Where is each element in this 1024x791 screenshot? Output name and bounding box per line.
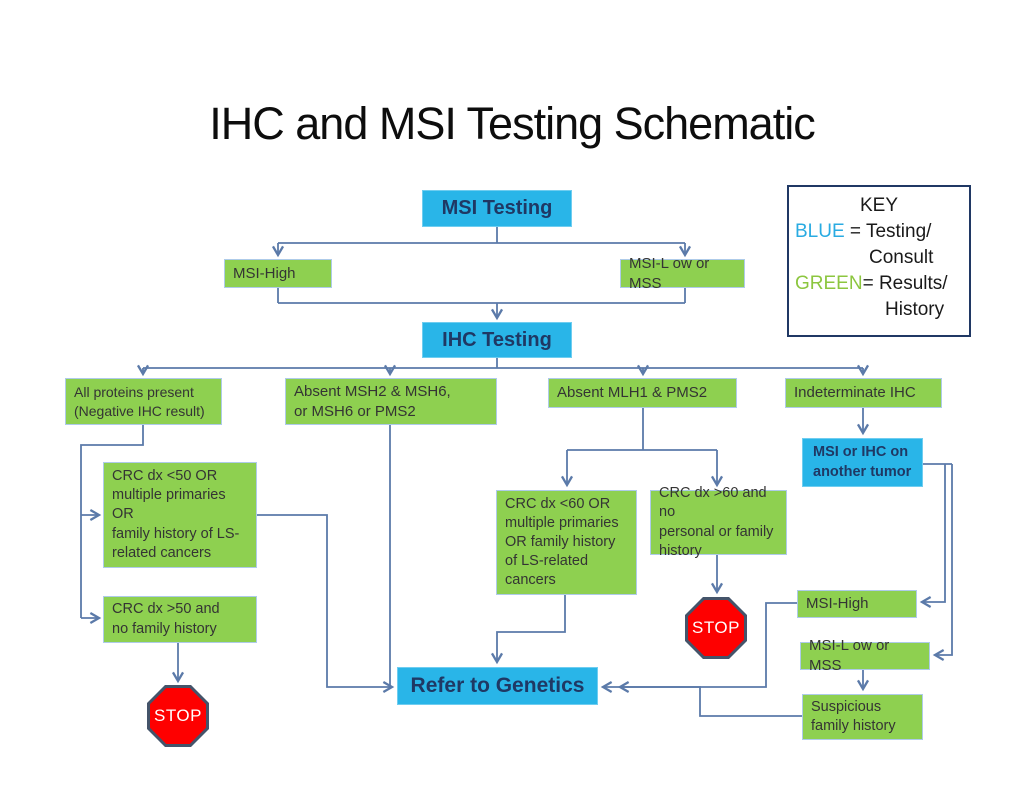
node-absent-msh2: Absent MSH2 & MSH6, or MSH6 or PMS2 xyxy=(285,378,497,425)
key-green-word: GREEN xyxy=(795,273,863,294)
node-crc-lt50: CRC dx <50 OR multiple primaries OR fami… xyxy=(103,462,257,568)
arrow-suspicious-to-refer xyxy=(617,680,802,717)
arrow-crc60-to-refer xyxy=(490,595,566,665)
connector-msi-merge xyxy=(277,287,686,304)
page-title: IHC and MSI Testing Schematic xyxy=(209,98,815,149)
connector-mlh1-split xyxy=(567,408,717,451)
arrow-crc50-to-refer xyxy=(257,514,395,694)
key-blue-cont: Consult xyxy=(869,247,934,268)
node-ihc-testing: IHC Testing xyxy=(422,322,572,358)
stop-sign-left: STOP xyxy=(147,685,209,747)
key-blue-word: BLUE xyxy=(795,221,845,242)
node-all-proteins: All proteins present (Negative IHC resul… xyxy=(65,378,222,425)
key-box: KEY BLUE = Testing/ Consult GREEN= Resul… xyxy=(787,185,971,337)
node-msi-high-right: MSI-High xyxy=(797,590,917,618)
stop-sign-middle: STOP xyxy=(685,597,747,659)
arrow-to-msi-high-right xyxy=(919,464,946,609)
node-crc-lt60: CRC dx <60 OR multiple primaries OR fami… xyxy=(496,490,637,595)
node-msi-ihc-another-tumor: MSI or IHC on another tumor xyxy=(802,438,923,487)
node-refer-genetics: Refer to Genetics xyxy=(397,667,598,705)
connector-msi-split xyxy=(278,227,685,244)
node-msi-high-top: MSI-High xyxy=(224,259,332,288)
key-blue-line: BLUE = Testing/ xyxy=(795,219,963,245)
stop-sign-middle-label: STOP xyxy=(688,600,744,656)
node-msi-low-top: MSI-L ow or MSS xyxy=(620,255,745,292)
node-msi-low-right: MSI-L ow or MSS xyxy=(800,637,930,674)
node-indeterminate-ihc: Indeterminate IHC xyxy=(785,378,942,408)
node-crc-gt50: CRC dx >50 and no family history xyxy=(103,596,257,643)
key-green-rest: = Results/ xyxy=(862,273,948,294)
node-msi-testing: MSI Testing xyxy=(422,190,572,227)
stop-sign-left-label: STOP xyxy=(150,688,206,744)
key-blue-rest: = Testing/ xyxy=(844,221,932,242)
key-heading: KEY xyxy=(859,195,899,216)
arrow-to-msi-low-right xyxy=(932,464,953,662)
key-green-line: GREEN= Results/ xyxy=(795,271,963,297)
connector-ihc-spreader xyxy=(143,358,863,369)
node-suspicious-history: Suspicious family history xyxy=(802,694,923,740)
node-crc-gt60: CRC dx >60 and no personal or family his… xyxy=(650,485,787,559)
node-absent-mlh1: Absent MLH1 & PMS2 xyxy=(548,378,737,408)
key-green-cont: History xyxy=(885,299,945,320)
